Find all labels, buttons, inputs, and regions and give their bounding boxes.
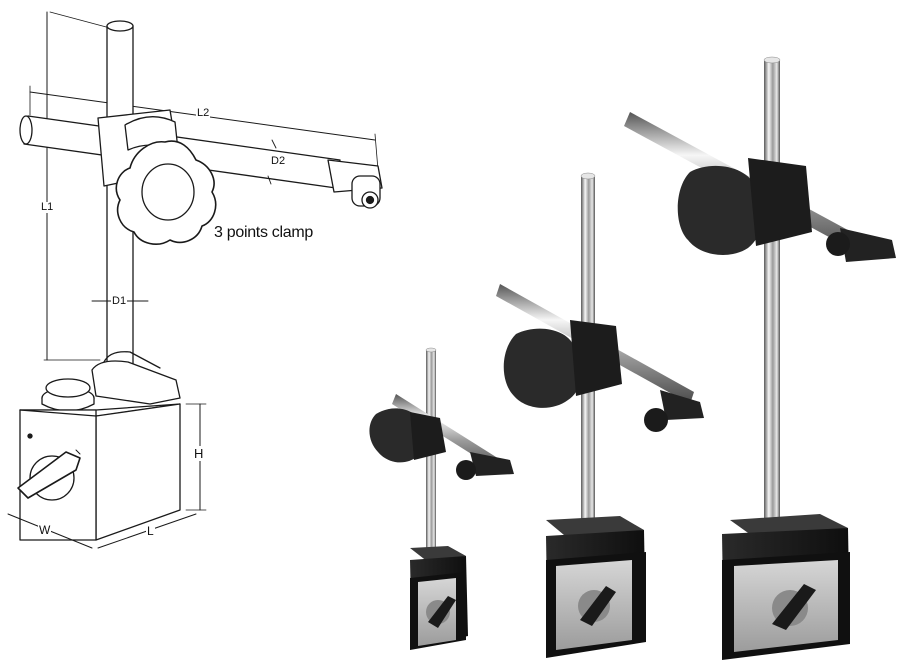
small-magnetic-stand (369, 347, 514, 650)
d1-label: D1 (111, 295, 128, 307)
w-label: W (38, 523, 52, 537)
l1-extension-top (49, 11, 111, 29)
h-label: H (194, 446, 204, 461)
base-fine-adjust-knob (41, 378, 95, 412)
l2-label: L2 (196, 107, 211, 119)
l2-extension-right (374, 133, 379, 171)
base-plate (91, 351, 181, 405)
medium-magnetic-stand (496, 172, 704, 658)
l-label: L (146, 524, 155, 538)
d2-label: D2 (271, 155, 286, 167)
large-magnetic-stand (624, 56, 896, 660)
clamp-caption: 3 points clamp (214, 224, 313, 241)
fine-adjust-clamp (327, 159, 383, 209)
clamp-knob-icon (115, 140, 217, 245)
l1-label: L1 (40, 201, 55, 213)
on-off-lever-icon (17, 433, 81, 501)
line-drawing (7, 11, 383, 549)
